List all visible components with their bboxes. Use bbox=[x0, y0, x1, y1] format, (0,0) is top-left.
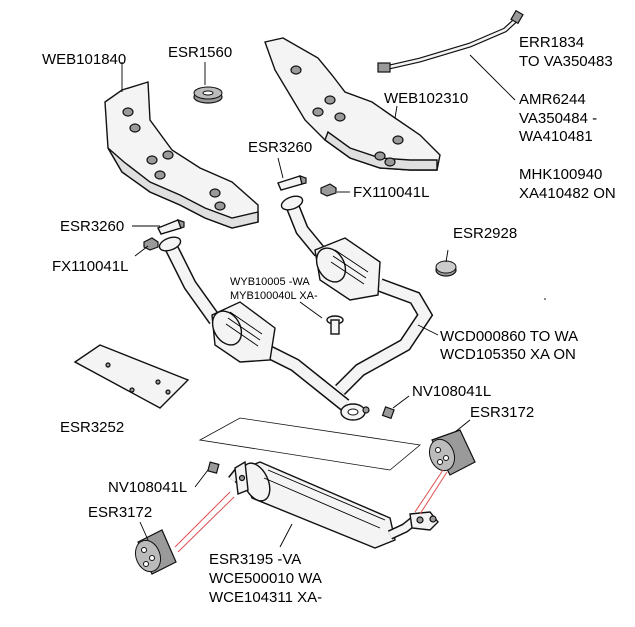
label-wcd-line1: WCD000860 TO WA bbox=[440, 328, 578, 345]
nut-nv108041l-right bbox=[381, 406, 395, 420]
nut-fx110041l-top bbox=[320, 183, 337, 197]
label-err1834-line1: ERR1834 bbox=[519, 34, 584, 51]
label-esr3172-left: ESR3172 bbox=[88, 504, 152, 521]
label-esr3195-line3: WCE104311 XA- bbox=[209, 589, 322, 606]
label-fx110041l-left: FX110041L bbox=[52, 258, 128, 275]
label-wyb-line1: WYB10005 -WA bbox=[230, 276, 310, 288]
label-fx110041l-top: FX110041L bbox=[353, 184, 429, 201]
rubber-mount-esr3172-right bbox=[428, 429, 476, 476]
floor-outline bbox=[198, 417, 421, 471]
heat-shield-left bbox=[104, 81, 259, 229]
sensor-esr3260-left bbox=[157, 219, 185, 235]
label-esr3195-line1: ESR3195 -VA bbox=[209, 551, 301, 568]
label-amr6244-line1: AMR6244 bbox=[519, 91, 586, 108]
label-esr3260-top: ESR3260 bbox=[248, 139, 312, 156]
label-amr6244-line3: WA410481 bbox=[519, 128, 593, 145]
label-esr3260-left: ESR3260 bbox=[60, 218, 124, 235]
oxygen-sensor-cable bbox=[377, 9, 524, 73]
label-web102310: WEB102310 bbox=[384, 90, 468, 107]
heat-shield-right bbox=[264, 37, 441, 171]
bolt-wyb10005 bbox=[326, 315, 344, 335]
grommet-esr1560 bbox=[193, 86, 223, 104]
heat-plate-esr3252 bbox=[73, 344, 190, 409]
label-esr3252: ESR3252 bbox=[60, 419, 124, 436]
label-wcd-line2: WCD105350 XA ON bbox=[440, 346, 576, 363]
mount-esr2928 bbox=[435, 260, 457, 277]
label-mhk100940-line2: XA410482 ON bbox=[519, 185, 616, 202]
sensor-esr3260-top bbox=[277, 175, 307, 191]
front-pipe-assembly bbox=[158, 195, 434, 421]
label-esr1560: ESR1560 bbox=[168, 44, 232, 61]
label-web101840: WEB101840 bbox=[42, 51, 126, 68]
label-mhk100940-line1: MHK100940 bbox=[519, 166, 602, 183]
label-amr6244-line2: VA350484 - bbox=[519, 110, 597, 127]
nut-nv108041l-left bbox=[207, 461, 220, 474]
label-wyb-line2: MYB100040L XA- bbox=[230, 290, 318, 302]
label-nv108041l-right: NV108041L bbox=[412, 383, 491, 400]
label-esr3172-right: ESR3172 bbox=[470, 404, 534, 421]
rear-muffler bbox=[228, 460, 439, 549]
rubber-mount-esr3172-left bbox=[134, 529, 177, 575]
nut-fx110041l-left bbox=[143, 237, 159, 251]
label-esr3195-line2: WCE500010 WA bbox=[209, 570, 322, 587]
label-nv108041l-left: NV108041L bbox=[108, 479, 187, 496]
label-err1834-line2: TO VA350483 bbox=[519, 53, 613, 70]
label-esr2928: ESR2928 bbox=[453, 225, 517, 242]
